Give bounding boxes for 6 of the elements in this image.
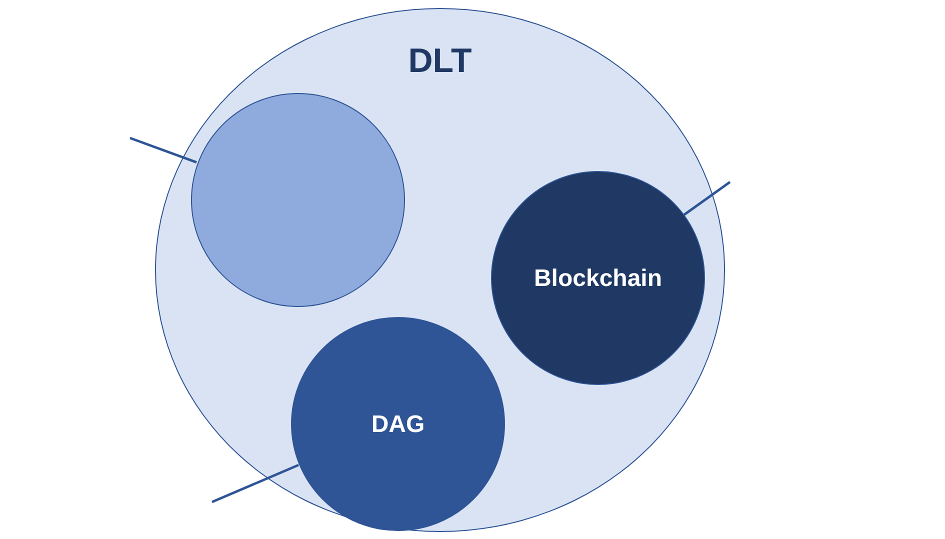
title: DLT [407, 40, 473, 82]
leader-line [683, 180, 731, 216]
leader-line [212, 464, 300, 504]
circle-label: Blockchain [532, 264, 664, 294]
leader-line [130, 136, 197, 164]
circle-label: DAG [370, 410, 426, 440]
